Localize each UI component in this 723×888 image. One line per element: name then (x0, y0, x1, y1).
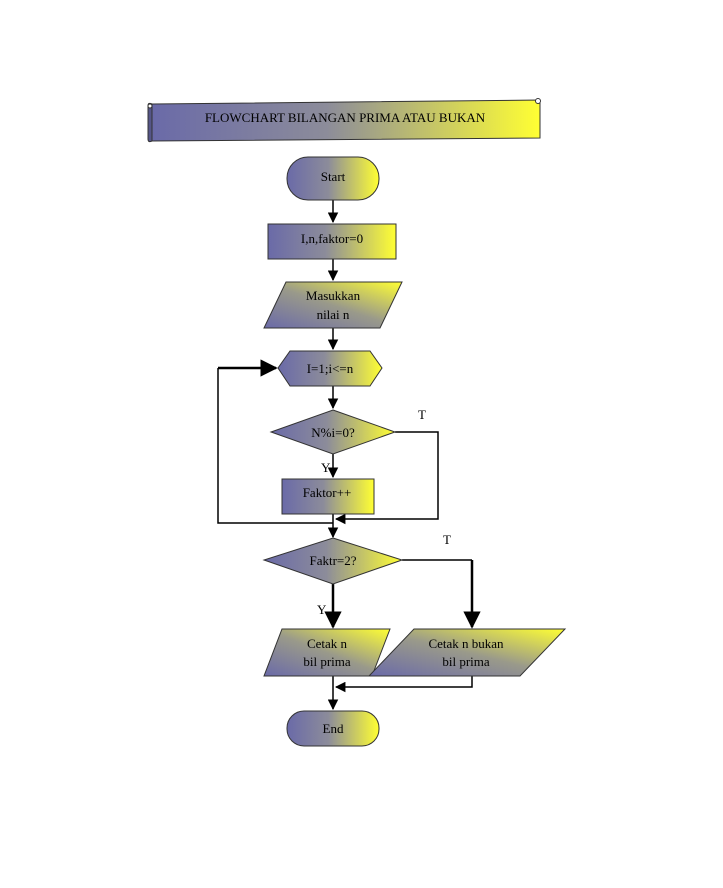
notprime-label-line2: bil prima (442, 654, 490, 669)
input-label-line2: nilai n (317, 307, 350, 322)
title-banner: FLOWCHART BILANGAN PRIMA ATAU BUKAN (147, 98, 541, 143)
init-process: I,n,faktor=0 (267, 223, 397, 260)
increment-label: Faktor++ (303, 485, 352, 500)
end-terminator: End (286, 710, 380, 747)
increment-process: Faktor++ (281, 478, 375, 515)
flowchart-title: FLOWCHART BILANGAN PRIMA ATAU BUKAN (205, 110, 486, 125)
input-label-line1: Masukkan (306, 288, 361, 303)
prime-label-line2: bil prima (303, 654, 351, 669)
init-label: I,n,faktor=0 (301, 231, 363, 246)
factor-label: Faktr=2? (309, 553, 356, 568)
output-not-prime: Cetak n bukan bil prima (367, 628, 567, 677)
start-label: Start (321, 169, 346, 184)
output-prime: Cetak n bil prima (263, 628, 391, 677)
start-terminator: Start (286, 156, 380, 201)
decision-factor: Faktr=2? (262, 537, 404, 585)
loop-preparation: I=1;i<=n (277, 350, 383, 387)
prime-label-line1: Cetak n (307, 636, 348, 651)
modulo-false-label: T (418, 407, 426, 422)
loop-label: I=1;i<=n (307, 361, 354, 376)
end-label: End (323, 721, 344, 736)
decision-modulo: N%i=0? (269, 409, 397, 455)
input-parallelogram: Masukkan nilai n (263, 281, 403, 329)
factor-true-label: Y (317, 602, 327, 617)
connector-lines (217, 200, 481, 711)
notprime-label-line1: Cetak n bukan (428, 636, 504, 651)
modulo-label: N%i=0? (311, 425, 355, 440)
factor-false-label: T (443, 532, 451, 547)
modulo-true-label: Y (321, 460, 331, 475)
